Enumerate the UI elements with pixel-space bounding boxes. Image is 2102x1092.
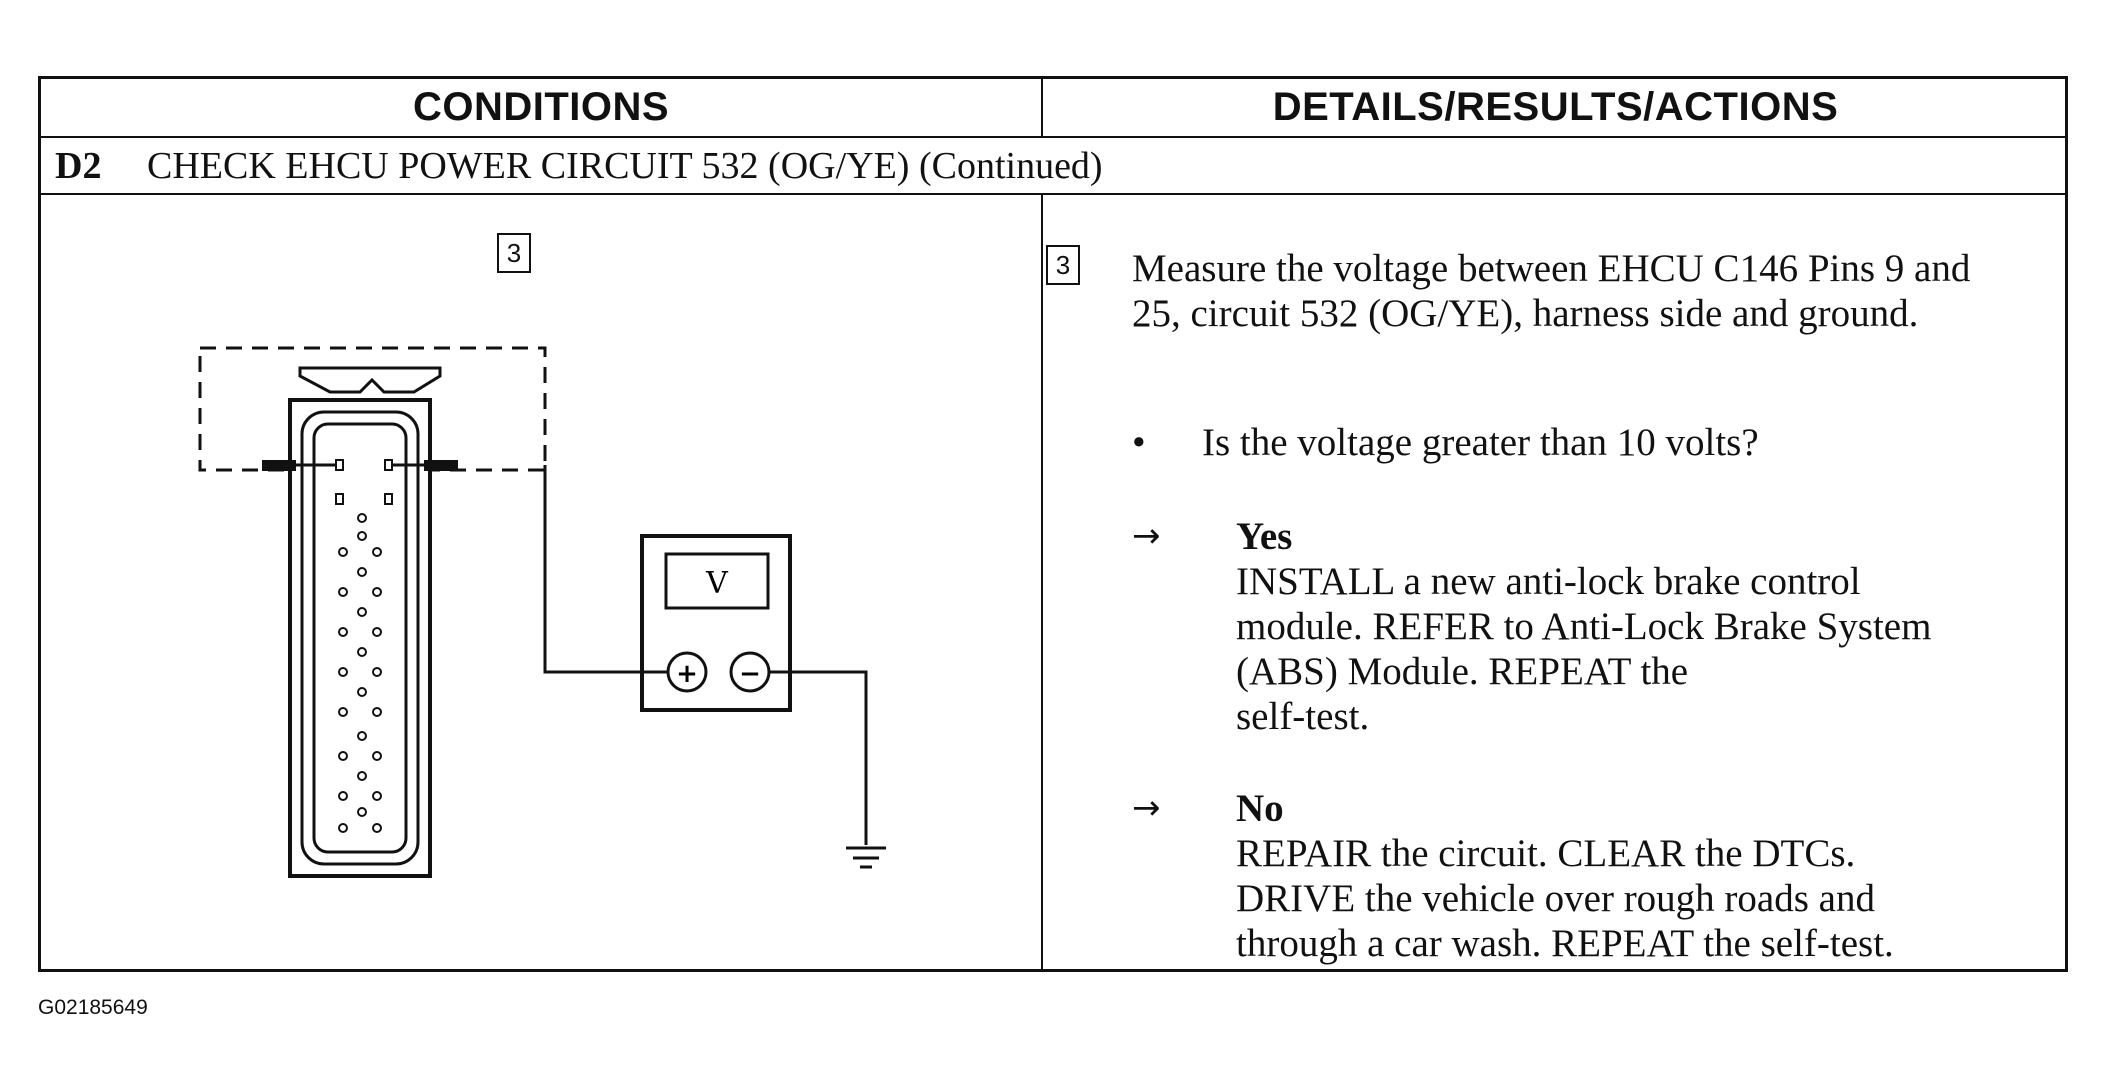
- no-branch: → No REPAIR the circuit. CLEAR the DTCs.…: [1132, 786, 1894, 966]
- test-title-row: D2 CHECK EHCU POWER CIRCUIT 532 (OG/YE) …: [41, 138, 2065, 193]
- question-text: Is the voltage greater than 10 volts?: [1202, 421, 1759, 464]
- column-divider-bottom: [1041, 193, 1043, 969]
- yes-line-4: self-test.: [1236, 695, 1370, 738]
- negative-lead-wire: [769, 670, 868, 845]
- yes-label: Yes: [1236, 515, 1293, 558]
- voltmeter-display: [664, 552, 770, 610]
- connector-latch: [298, 366, 442, 394]
- column-divider-top: [1041, 79, 1043, 138]
- title-divider: [41, 193, 2065, 195]
- ground-icon: [846, 846, 886, 869]
- connector-pins: [335, 459, 393, 833]
- test-code: D2: [55, 144, 102, 187]
- figure-id: G02185649: [38, 996, 148, 1019]
- plus-sign: +: [676, 659, 698, 689]
- yes-line-3: (ABS) Module. REPEAT the: [1236, 650, 1689, 693]
- no-label: No: [1236, 787, 1284, 830]
- yes-arrow-icon: →: [1132, 516, 1161, 556]
- yes-line-1: INSTALL a new anti-lock brake control: [1236, 560, 1861, 603]
- connector-inner-wall: [300, 410, 420, 866]
- details-header: DETAILS/RESULTS/ACTIONS: [1272, 85, 1839, 129]
- voltmeter-symbol: V: [705, 566, 729, 601]
- connector-cavity: [312, 422, 408, 854]
- test-title: CHECK EHCU POWER CIRCUIT 532 (OG/YE) (Co…: [147, 144, 1103, 187]
- no-arrow-icon: →: [1132, 788, 1161, 828]
- test-probes: [262, 460, 458, 471]
- connector-body: [288, 398, 432, 878]
- no-line-2: DRIVE the vehicle over rough roads and: [1236, 877, 1875, 920]
- bullet-icon: •: [1132, 421, 1146, 464]
- question-row: • Is the voltage greater than 10 volts?: [1132, 420, 1759, 465]
- yes-line-2: module. REFER to Anti-Lock Brake System: [1236, 605, 1932, 648]
- no-line-1: REPAIR the circuit. CLEAR the DTCs.: [1236, 832, 1856, 875]
- conditions-header: CONDITIONS: [412, 85, 670, 129]
- minus-sign: −: [739, 659, 761, 689]
- instruction-text: Measure the voltage between EHCU C146 Pi…: [1132, 246, 2022, 336]
- no-line-3: through a car wash. REPEAT the self-test…: [1236, 922, 1894, 965]
- diagnostic-table: CONDITIONS DETAILS/RESULTS/ACTIONS D2 CH…: [38, 76, 2068, 972]
- measure-instruction: Measure the voltage between EHCU C146 Pi…: [1132, 247, 1971, 335]
- positive-lead-wire: [543, 465, 668, 674]
- conditions-step-number: 3: [497, 233, 531, 273]
- yes-branch: → Yes INSTALL a new anti-lock brake cont…: [1132, 514, 1931, 739]
- header-divider: [41, 136, 2065, 138]
- details-step-number: 3: [1046, 245, 1080, 285]
